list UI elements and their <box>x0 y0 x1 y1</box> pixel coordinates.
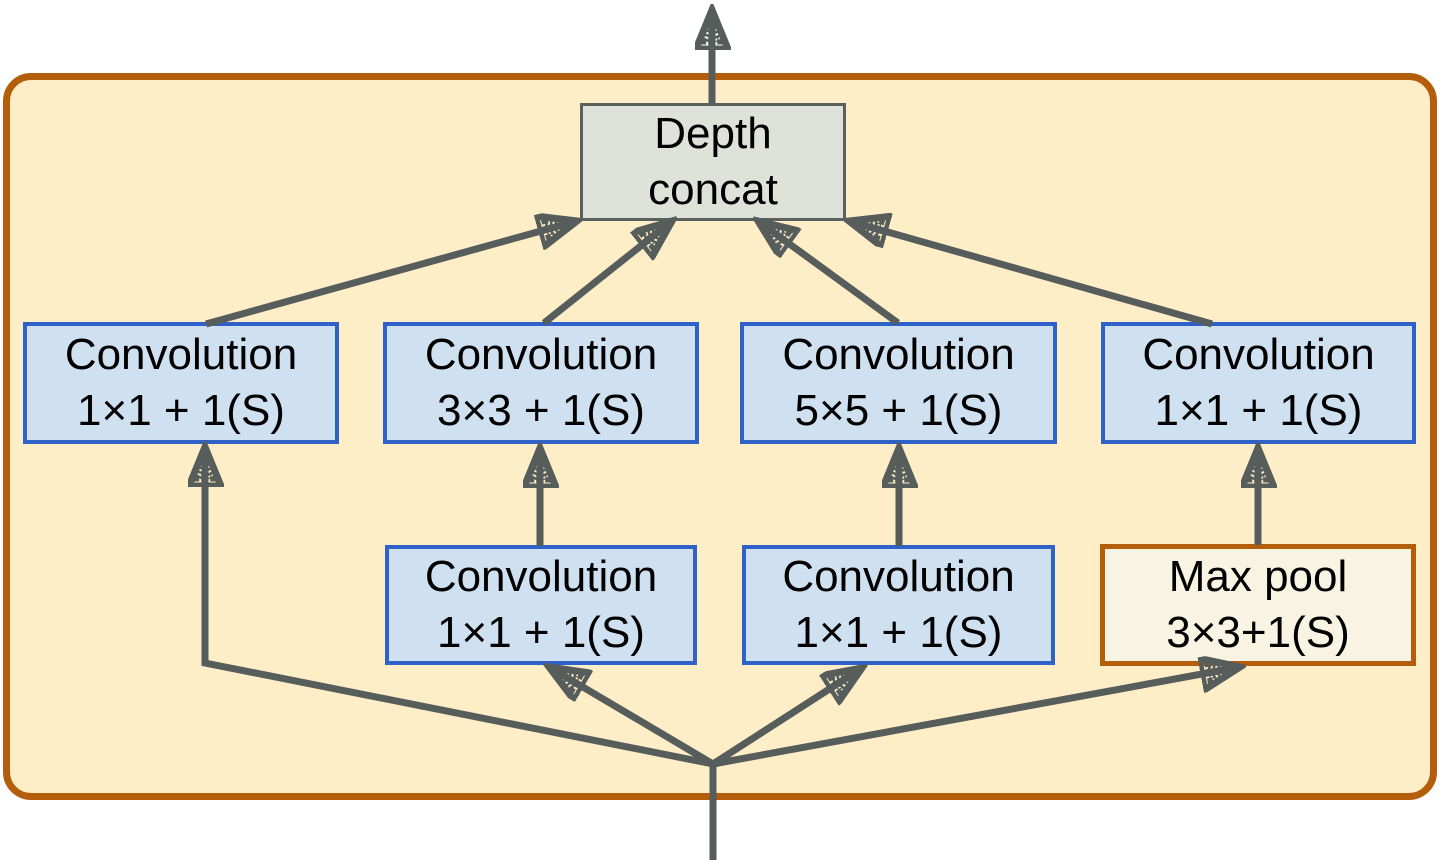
node-conv-1x1-reduce-5x5: Convolution 1×1 + 1(S) <box>742 545 1055 665</box>
node-depth-concat: Depth concat <box>580 103 846 221</box>
node-label: Convolution <box>424 552 658 601</box>
node-max-pool: Max pool 3×3+1(S) <box>1100 544 1416 666</box>
node-label: 1×1 + 1(S) <box>77 386 285 435</box>
node-label: Convolution <box>782 552 1015 601</box>
node-conv-3x3: Convolution 3×3 + 1(S) <box>383 322 699 444</box>
node-label: 1×1 + 1(S) <box>437 608 645 657</box>
node-label: 3×3+1(S) <box>1166 608 1350 657</box>
node-label: Convolution <box>64 330 298 379</box>
node-label: 5×5 + 1(S) <box>794 386 1003 435</box>
node-label: Convolution <box>1142 330 1375 379</box>
node-conv-5x5: Convolution 5×5 + 1(S) <box>740 322 1057 444</box>
node-label: concat <box>648 165 778 214</box>
node-conv-1x1-branch1: Convolution 1×1 + 1(S) <box>23 322 339 444</box>
node-label: 1×1 + 1(S) <box>794 608 1003 657</box>
node-label: Depth <box>654 109 772 158</box>
node-label: Max pool <box>1168 552 1348 601</box>
node-label: 1×1 + 1(S) <box>1154 386 1363 435</box>
node-label: Convolution <box>424 330 658 379</box>
node-conv-1x1-branch4: Convolution 1×1 + 1(S) <box>1101 322 1416 444</box>
node-label: 3×3 + 1(S) <box>437 386 645 435</box>
node-label: Convolution <box>782 330 1015 379</box>
node-conv-1x1-reduce-3x3: Convolution 1×1 + 1(S) <box>385 545 697 665</box>
